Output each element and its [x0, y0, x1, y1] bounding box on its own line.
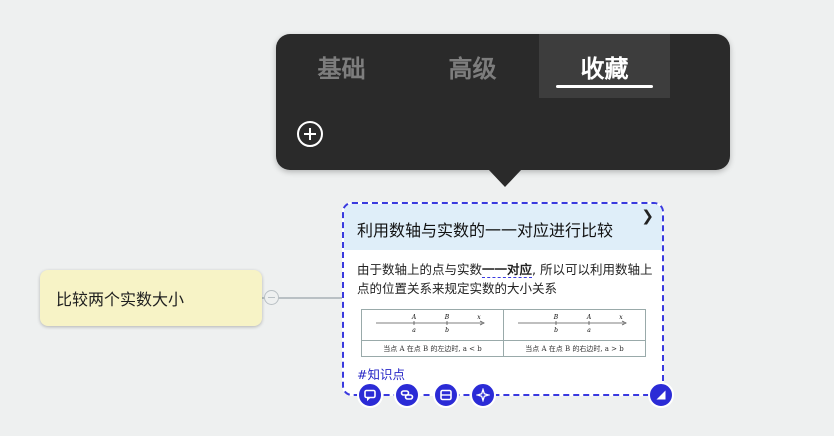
- value-label: b: [445, 327, 449, 334]
- parent-topic-label: 比较两个实数大小: [56, 290, 185, 309]
- topic-tag[interactable]: #知识点: [357, 367, 405, 382]
- card-title: 利用数轴与实数的一一对应进行比较: [357, 221, 614, 240]
- point-label: A: [411, 314, 417, 321]
- number-line-figure: A B a b x 当点 A 在点 B 的左边时, a < b B A b a …: [361, 309, 646, 357]
- sparkle-icon[interactable]: [470, 382, 496, 408]
- card-icon[interactable]: [433, 382, 459, 408]
- comment-icon[interactable]: [357, 382, 383, 408]
- axis-label: x: [619, 314, 623, 321]
- figure-caption: 当点 A 在点 B 的右边时, a > b: [504, 340, 645, 358]
- parent-topic[interactable]: 比较两个实数大小: [40, 270, 262, 326]
- point-label: B: [553, 314, 559, 321]
- value-label: a: [412, 327, 416, 334]
- figure-caption: 当点 A 在点 B 的左边时, a < b: [362, 340, 503, 358]
- value-label: b: [554, 327, 558, 334]
- point-label: B: [444, 314, 450, 321]
- figure-cell-right: B A b a x 当点 A 在点 B 的右边时, a > b: [504, 310, 645, 356]
- chevron-right-icon[interactable]: ❯: [641, 207, 654, 225]
- note-text-end: , 所以可以利用数轴上点的位置关系来规定实数的大小关系: [357, 262, 653, 296]
- tab-basic[interactable]: 基础: [317, 54, 366, 83]
- selected-topic-card[interactable]: 利用数轴与实数的一一对应进行比较 ❯ 由于数轴上的点与实数一一对应, 所以可以利…: [342, 202, 664, 396]
- value-label: a: [587, 327, 591, 334]
- collapse-toggle[interactable]: [264, 290, 279, 305]
- note-emphasis: 一一对应: [482, 262, 533, 278]
- style-popover: 基础 高级 收藏: [276, 34, 730, 170]
- tab-favorites[interactable]: 收藏: [539, 34, 670, 98]
- popover-arrow: [488, 169, 522, 187]
- popover-tabs: 基础 高级 收藏: [276, 34, 730, 98]
- plus-circle-icon[interactable]: [297, 121, 323, 147]
- link-icon[interactable]: [394, 382, 420, 408]
- note-text-start: 由于数轴上的点与实数: [357, 262, 483, 277]
- card-note: 由于数轴上的点与实数一一对应, 所以可以利用数轴上点的位置关系来规定实数的大小关…: [357, 260, 655, 298]
- resize-icon[interactable]: [648, 382, 674, 408]
- branch-connector: [262, 297, 342, 299]
- card-header: 利用数轴与实数的一一对应进行比较 ❯: [344, 204, 662, 250]
- figure-cell-left: A B a b x 当点 A 在点 B 的左边时, a < b: [362, 310, 504, 356]
- axis-label: x: [477, 314, 481, 321]
- tab-advanced[interactable]: 高级: [448, 54, 497, 83]
- point-label: A: [586, 314, 592, 321]
